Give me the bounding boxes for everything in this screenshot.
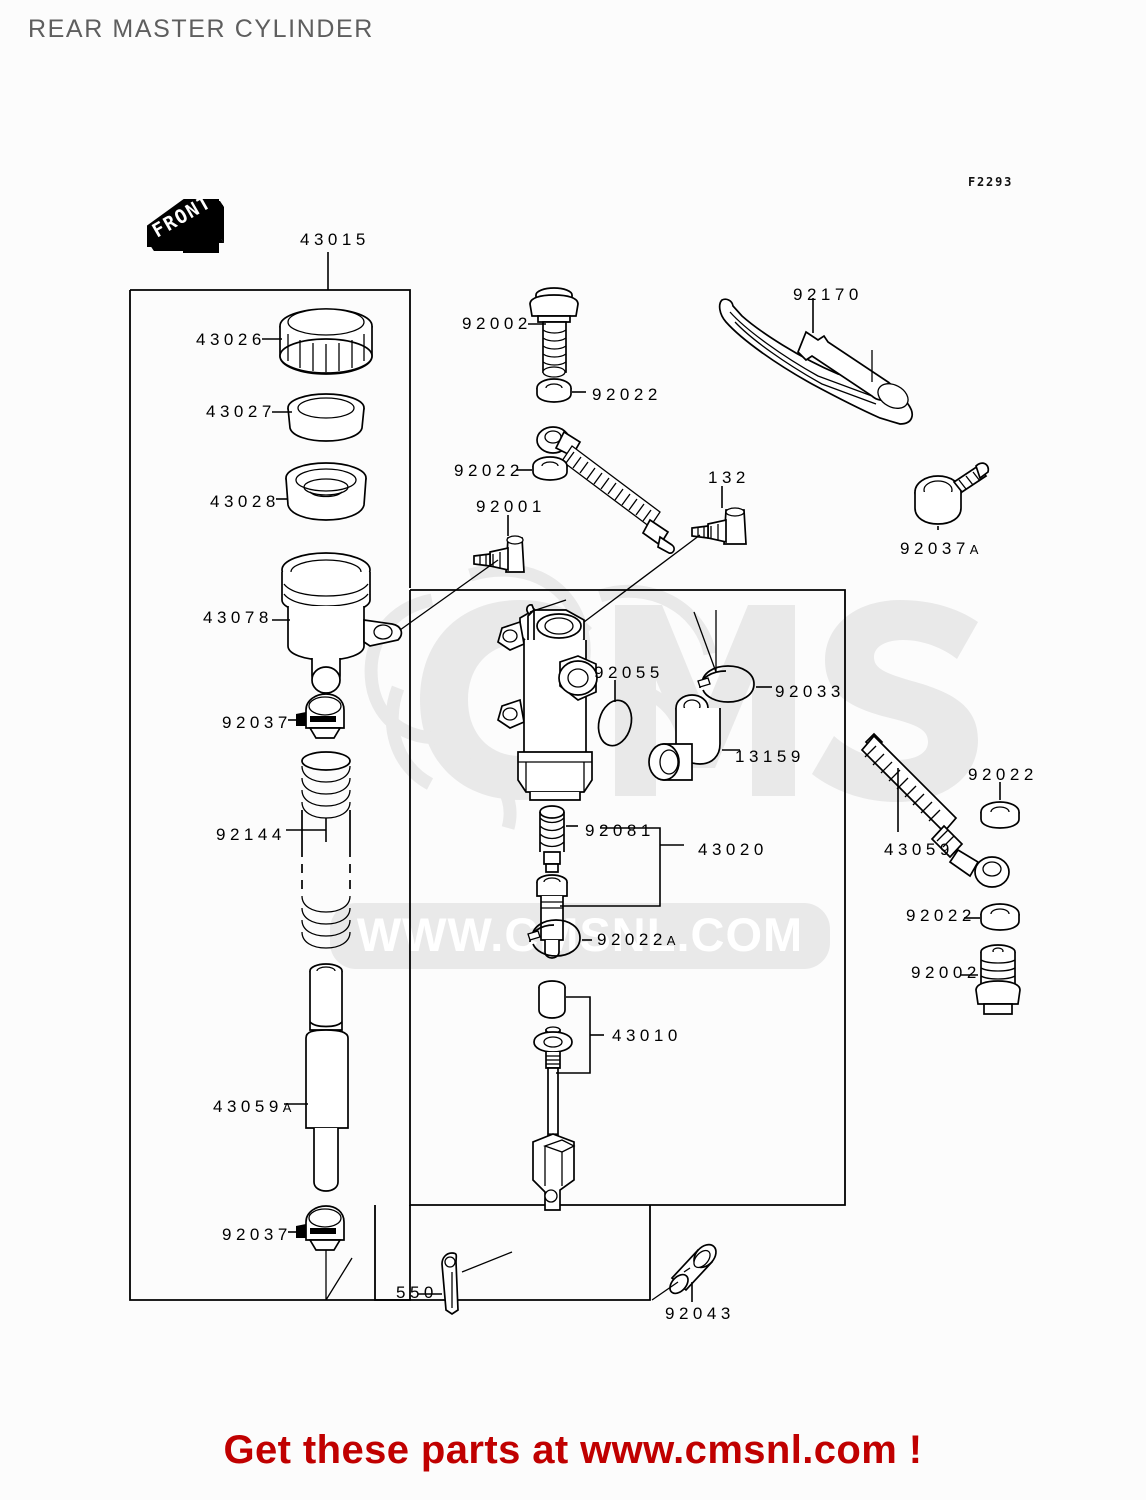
part-label-92002-lower: 92002 — [911, 963, 981, 982]
part-graphic-92022a — [527, 919, 592, 957]
part-label-92043: 92043 — [665, 1304, 735, 1323]
part-graphic-hose-upper — [536, 426, 675, 554]
part-graphic-92037a — [914, 462, 990, 530]
part-label-92022-u2: 92022 — [454, 461, 524, 480]
part-label-92037a: 92037A — [900, 539, 981, 558]
part-label-92037-upper: 92037 — [222, 713, 292, 732]
part-graphic-92022-r2 — [964, 903, 1020, 931]
part-label-92144: 92144 — [216, 825, 286, 844]
part-graphic-92043 — [651, 1243, 717, 1302]
part-label-43020: 43020 — [698, 840, 768, 859]
part-label-92055: 92055 — [594, 663, 664, 682]
part-graphic-92081 — [539, 805, 578, 873]
group-box-lower-step — [374, 1205, 651, 1301]
part-label-43015: 43015 — [300, 230, 370, 249]
part-label-43010: 43010 — [612, 1026, 682, 1045]
part-graphic-43027 — [272, 393, 365, 442]
part-graphic-43059 — [860, 732, 1010, 888]
part-label-92001: 92001 — [476, 497, 546, 516]
part-label-92022-r2: 92022 — [906, 906, 976, 925]
part-label-43059: 43059 — [884, 840, 954, 859]
part-label-92022a: 92022A — [597, 930, 678, 949]
part-label-92037-lower: 92037 — [222, 1225, 292, 1244]
part-graphic-92170 — [718, 298, 913, 425]
part-label-43078: 43078 — [203, 608, 273, 627]
part-label-13159: 13159 — [735, 747, 805, 766]
part-label-132: 132 — [708, 468, 750, 487]
part-label-43059a: 43059A — [213, 1097, 294, 1116]
part-label-550: 550 — [396, 1283, 438, 1302]
part-graphic-92037-lower — [288, 1205, 353, 1301]
part-graphic-92144 — [286, 751, 351, 949]
page-title: REAR MASTER CYLINDER — [28, 15, 374, 43]
front-arrow-marker: FRONT — [147, 191, 224, 253]
part-label-92170: 92170 — [793, 285, 863, 304]
part-label-43027: 43027 — [206, 402, 276, 421]
group-box-43015 — [129, 289, 411, 1301]
part-graphic-92002-upper — [528, 287, 579, 378]
part-graphic-43078 — [272, 552, 403, 694]
diagram-code: F2293 — [968, 175, 1014, 189]
part-label-92022-u1: 92022 — [592, 385, 662, 404]
part-graphic-92001 — [399, 515, 525, 631]
footer-banner: Get these parts at www.cmsnl.com ! — [223, 1428, 923, 1472]
part-graphic-43020-piston — [536, 827, 684, 959]
part-label-43026: 43026 — [196, 330, 266, 349]
part-graphic-13159 — [648, 694, 740, 781]
part-label-92002-upper: 92002 — [462, 314, 532, 333]
part-graphic-92022-r1 — [980, 782, 1020, 829]
part-label-43028: 43028 — [210, 492, 280, 511]
part-graphic-43059a — [284, 963, 349, 1192]
part-label-92022-r1: 92022 — [968, 765, 1038, 784]
part-graphic-43010 — [532, 980, 604, 1211]
part-graphic-92037-upper — [288, 693, 345, 739]
part-label-92033: 92033 — [775, 682, 845, 701]
part-graphic-550 — [418, 1251, 513, 1316]
part-graphic-92022-u2 — [516, 456, 568, 481]
part-graphic-43028 — [276, 462, 367, 521]
part-graphic-132 — [583, 486, 747, 623]
part-graphic-master-cylinder-body — [497, 599, 598, 801]
part-graphic-92055 — [597, 680, 633, 747]
part-graphic-43026 — [262, 308, 373, 375]
part-label-92081: 92081 — [585, 821, 655, 840]
part-graphic-92033 — [693, 610, 772, 703]
part-graphic-92002-lower — [960, 944, 1021, 1015]
part-graphic-92022-u1 — [536, 378, 586, 403]
